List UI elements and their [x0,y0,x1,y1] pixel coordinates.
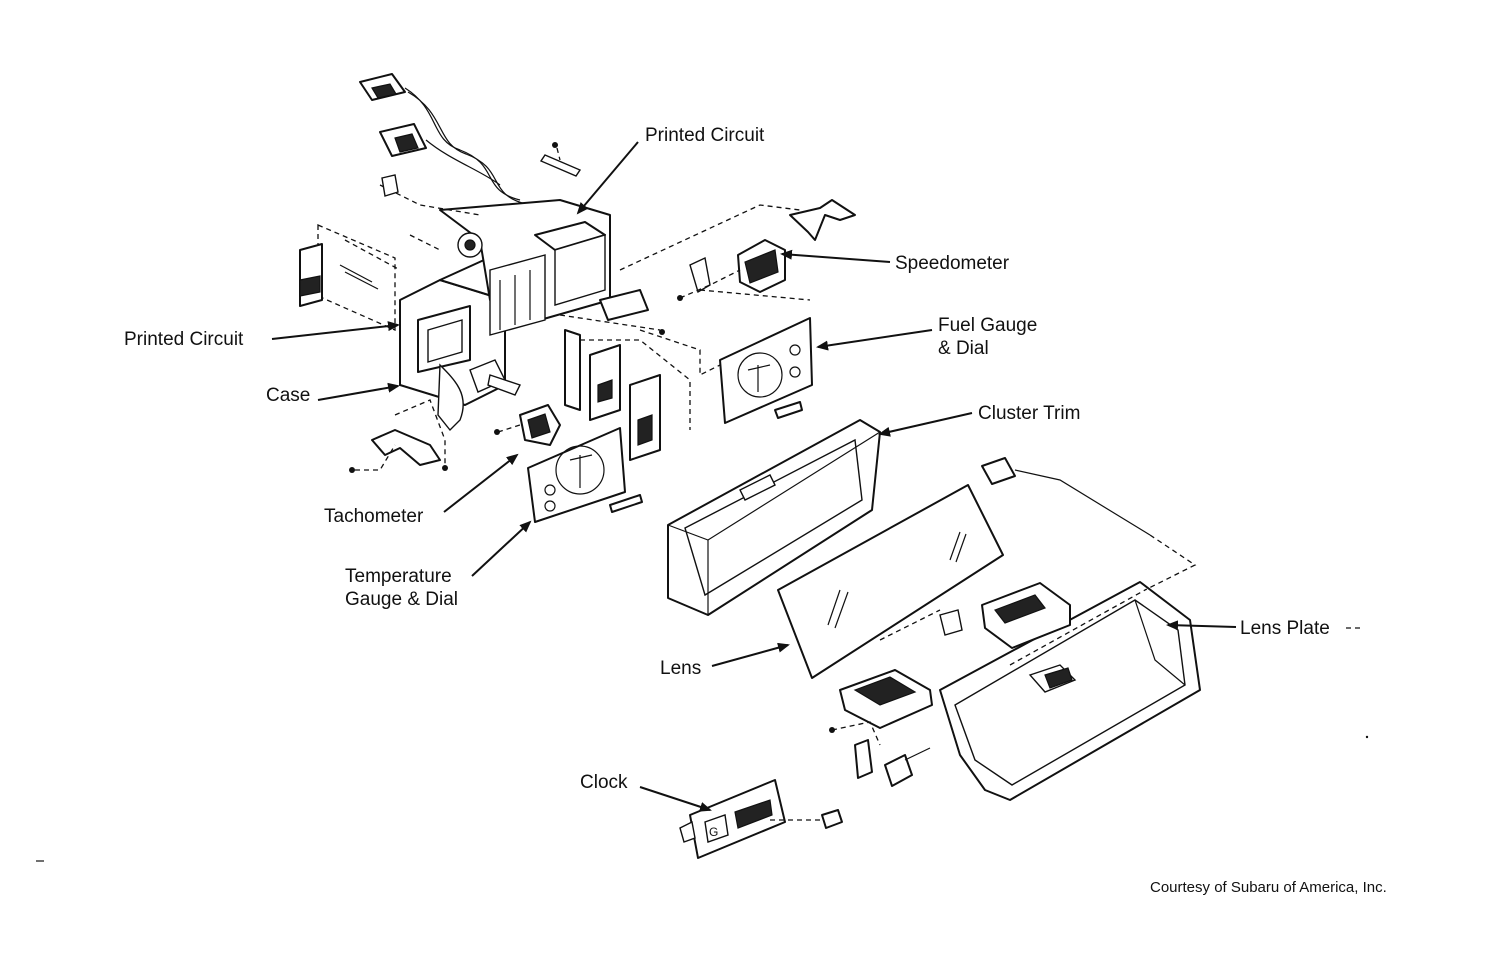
leader-speedometer [780,249,891,263]
labels: Printed Circuit Speedometer Fuel Gauge &… [124,125,1387,896]
cluster-trim-part [667,419,881,616]
leader-tachometer [443,453,519,513]
label-printed-circuit-top: Printed Circuit [645,125,765,146]
label-printed-circuit-left: Printed Circuit [124,329,244,350]
leader-cluster-trim [878,412,973,437]
label-lens: Lens [660,658,701,679]
lens-part [777,484,1004,679]
label-fuel-gauge-line1: Fuel Gauge [938,315,1037,336]
leader-fuel-gauge [816,329,933,351]
label-clock: Clock [580,772,628,793]
tachometer-part [494,404,561,446]
fuel-gauge-dial-part [639,317,813,424]
label-cluster-trim: Cluster Trim [978,403,1080,424]
leader-lens [711,642,790,667]
label-case: Case [266,385,310,406]
leader-printed-circuit-left [271,321,400,340]
leader-clock [639,786,712,812]
leader-printed-circuit-top [576,141,639,215]
temperature-gauge-dial-part [527,427,643,523]
label-tachometer: Tachometer [324,506,424,527]
svg-text:G: G [709,825,718,839]
credit-line: Courtesy of Subaru of America, Inc. [1150,879,1387,896]
label-fuel-gauge-line2: & Dial [938,338,989,359]
label-temperature-line1: Temperature [345,566,452,587]
label-lens-plate: Lens Plate [1240,618,1330,639]
speedometer-part [619,199,856,301]
label-speedometer: Speedometer [895,253,1010,274]
leader-lines [271,141,1362,812]
label-temperature-line2: Gauge & Dial [345,589,458,610]
wire-harness [359,73,582,205]
leader-lens-plate [1166,620,1237,631]
lens-plate-connector [981,457,1197,591]
clock-connector [829,609,963,787]
leader-case [317,382,400,401]
instrument-case [299,174,691,473]
leader-temperature-gauge [471,520,532,577]
stray-dot [1365,735,1369,739]
clock-part: G [679,779,843,859]
lens-plate-part [939,581,1201,801]
